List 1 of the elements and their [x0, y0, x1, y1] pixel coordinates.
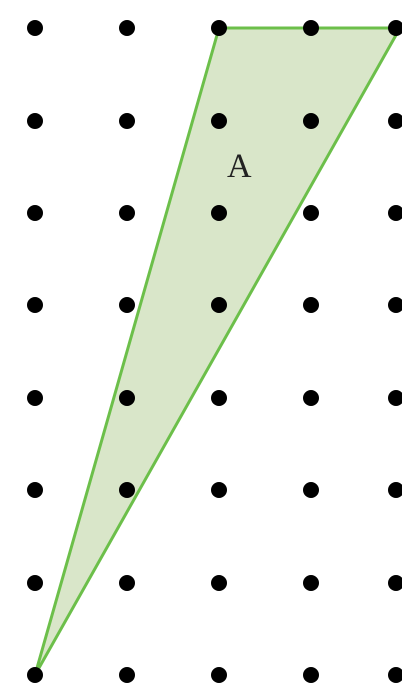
- region-label: A: [227, 150, 252, 184]
